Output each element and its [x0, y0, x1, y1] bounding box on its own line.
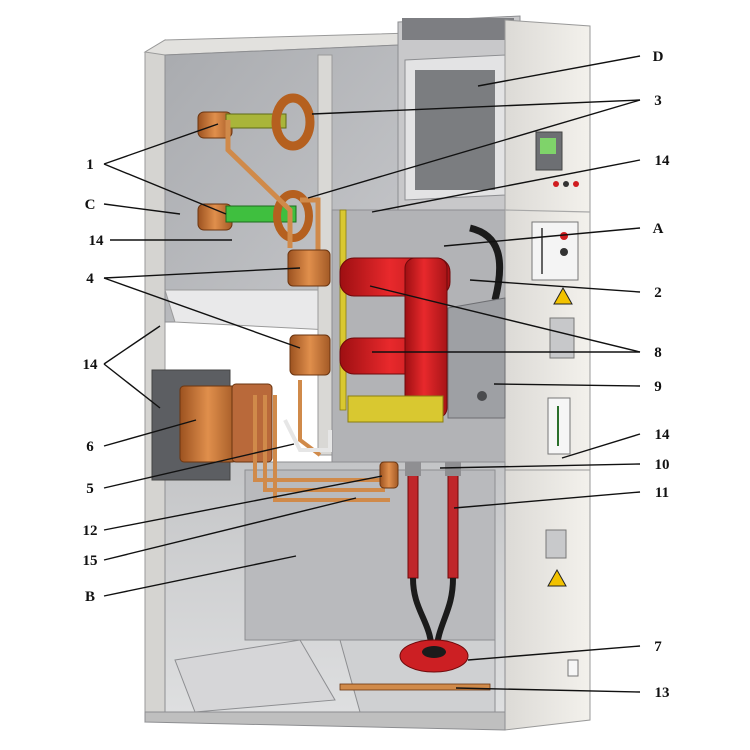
callout-14-c: 14 [655, 153, 671, 169]
callout-14-d: 14 [655, 427, 671, 443]
earthing-switch [283, 419, 332, 452]
cable-floor-tray-left [174, 639, 336, 713]
callout-b: B [85, 589, 95, 605]
callout-c: C [85, 197, 96, 213]
lv-inner-panel [415, 70, 495, 190]
cabinet-illustration [143, 15, 591, 731]
callout-7: 7 [654, 639, 662, 655]
callout-5: 5 [86, 481, 94, 497]
leader-7 [467, 645, 641, 661]
lv-compartment-top-vents [402, 18, 514, 40]
callout-a: A [653, 221, 664, 237]
busbar-ring-lower [273, 190, 313, 242]
callout-15: 15 [83, 553, 98, 569]
callout-4: 4 [86, 271, 94, 287]
warning-triangle-upper [553, 286, 573, 305]
cable-lug-left [405, 462, 421, 476]
cable-bushing-copper [379, 461, 399, 489]
leader-1-a [103, 123, 219, 165]
leader-10 [439, 463, 641, 469]
leader-14-b2 [103, 363, 161, 409]
leader-13 [455, 687, 641, 693]
current-transformer-back [231, 383, 273, 463]
leader-5 [103, 443, 295, 489]
leader-9 [493, 383, 641, 387]
callout-12: 12 [83, 523, 98, 539]
callout-6: 6 [86, 439, 94, 455]
relay-display-screen [540, 138, 556, 154]
lower-door-tag [567, 659, 579, 677]
busbar-ring-upper [271, 93, 315, 151]
leader-3-b [307, 99, 641, 199]
lower-busbar-run [253, 380, 390, 502]
busbar-compartment-floor [164, 289, 331, 331]
truck-base-yellow [347, 395, 444, 423]
callout-1-a: 1 [86, 157, 94, 173]
cable-termination-left [407, 467, 419, 579]
callout-14-b: 14 [83, 357, 99, 373]
callout-3: 3 [654, 93, 662, 109]
leader-4-a [103, 267, 301, 279]
lower-door-window [545, 529, 567, 559]
breaker-truck [447, 297, 506, 419]
leader-15 [103, 497, 357, 561]
callout-labels: 1 C 14 4 14 6 5 12 15 B D 3 14 A 2 8 9 1… [83, 49, 671, 701]
current-transformer [179, 385, 237, 463]
warning-triangle-lower [547, 568, 567, 587]
leader-lines [103, 55, 641, 693]
leader-14-d [561, 433, 641, 459]
leader-2 [469, 279, 641, 293]
leader-14-b1 [103, 325, 161, 365]
leader-c [103, 203, 181, 215]
breaker-cable-black [469, 224, 504, 301]
callout-9: 9 [654, 379, 662, 395]
callout-8: 8 [654, 345, 662, 361]
leader-14-c [371, 159, 641, 213]
fixed-contact-box-lower [289, 334, 331, 376]
leader-3-a [311, 99, 641, 115]
earthing-rod [339, 209, 347, 411]
leader-6 [103, 419, 197, 447]
callout-14-a: 14 [89, 233, 105, 249]
cable-lug-right [445, 462, 461, 476]
callout-11: 11 [655, 485, 669, 501]
leader-a [443, 227, 641, 247]
callout-13: 13 [655, 685, 670, 701]
cable-termination-right [447, 467, 459, 579]
callout-10: 10 [655, 457, 670, 473]
leader-4-b [103, 277, 301, 349]
leader-d [477, 55, 641, 87]
copper-droppers [225, 120, 321, 252]
breaker-pole-vertical [404, 257, 448, 419]
leader-1-b [103, 163, 227, 215]
leader-11 [453, 491, 641, 509]
leader-b [103, 555, 297, 597]
leader-8-a [369, 285, 641, 353]
callout-2: 2 [654, 285, 662, 301]
leader-12 [103, 475, 383, 531]
cabinet-base [144, 711, 506, 731]
callout-d: D [653, 49, 664, 65]
mimic-diagram-panel [531, 221, 579, 281]
earth-busbar [339, 683, 491, 691]
